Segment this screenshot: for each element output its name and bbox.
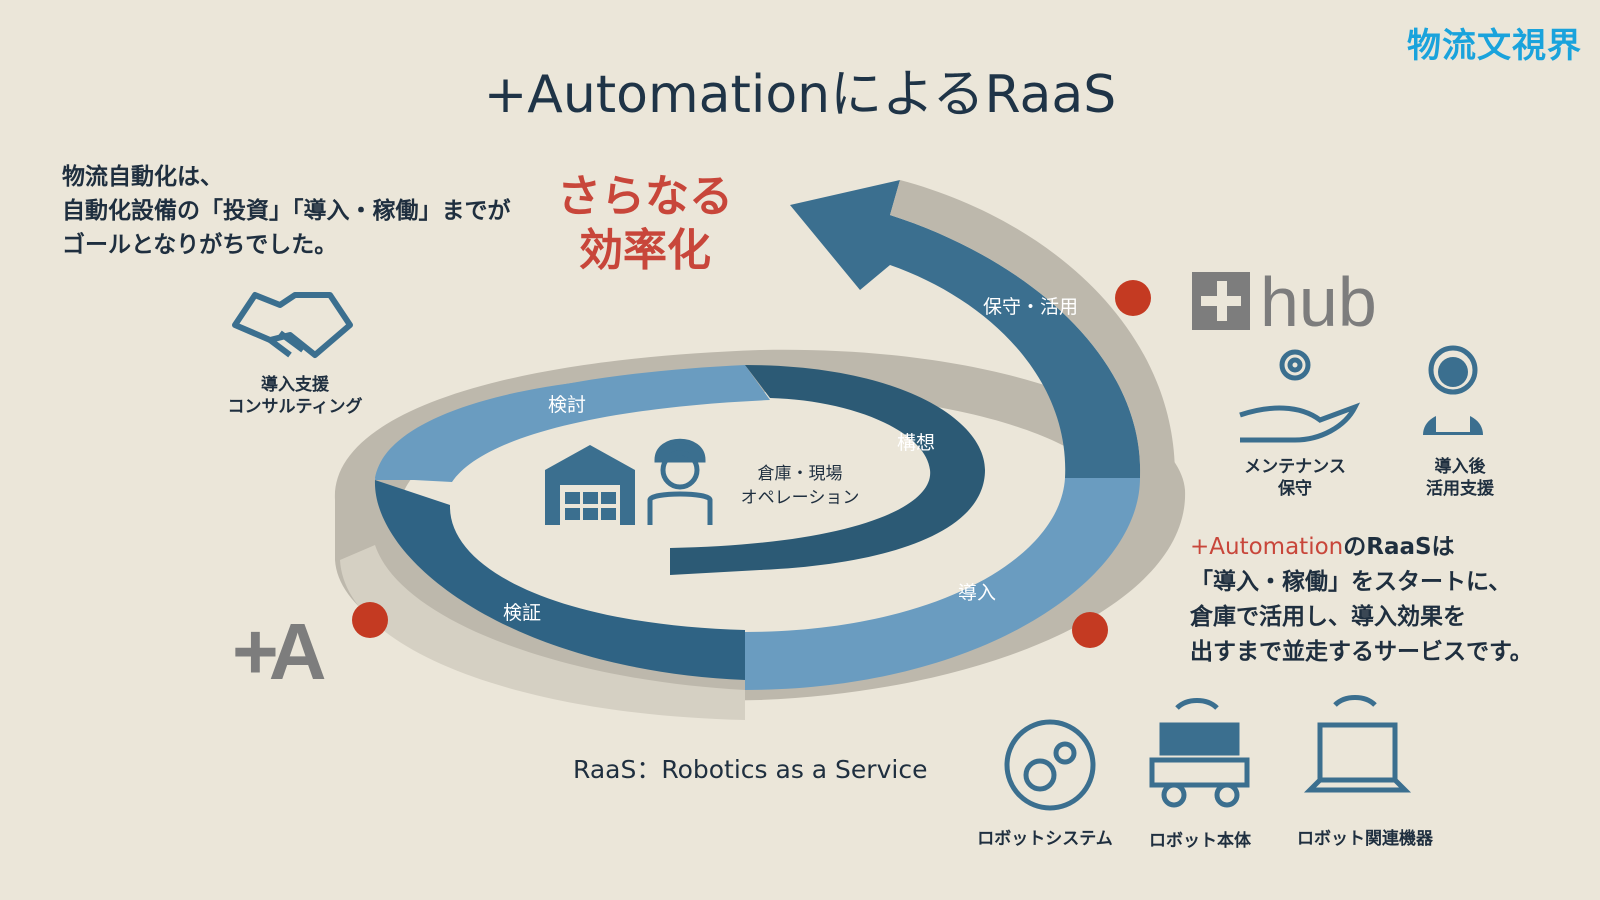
consulting-line: 導入支援 [261, 375, 329, 395]
intro-line: ゴールとなりがちでした。 [62, 232, 338, 258]
segment-label-hoshu: 保守・活用 [983, 296, 1079, 318]
efficiency-callout: さらなる 効率化 [545, 170, 745, 278]
intro-line: 物流自動化は、 [62, 164, 223, 190]
segment-label-kensho: 検証 [503, 602, 542, 624]
description-accent: +Automation [1190, 534, 1344, 560]
hub-word: hub [1260, 263, 1377, 341]
maintenance-label: メンテナンス 保守 [1225, 456, 1365, 500]
robot-body-label: ロボット本体 [1149, 831, 1251, 851]
segment-kento-shape [375, 365, 770, 482]
raas-description: +AutomationのRaaSは 「導入・稼働」をスタートに、 倉庫で活用し、… [1190, 530, 1533, 670]
operations-line: 倉庫・現場 [757, 464, 843, 484]
segment-kensho-shape [374, 480, 745, 680]
page-title: +AutomationによるRaaS [483, 65, 1117, 125]
maintenance-line: 保守 [1278, 479, 1312, 499]
arrow-shadow [890, 180, 1175, 478]
description-line: 倉庫で活用し、導入効果を [1190, 604, 1466, 630]
support-line: 活用支援 [1426, 479, 1494, 499]
plus-a-logo: +A [232, 607, 326, 696]
milestone-dot-hub [1115, 280, 1151, 316]
robot-system-icon [1004, 719, 1096, 811]
operator-icon [1423, 345, 1483, 435]
robot-device-label: ロボット関連機器 [1297, 829, 1433, 849]
plus-box-icon [1192, 272, 1250, 330]
intro-line: 自動化設備の「投資」「導入・稼働」までが [62, 198, 511, 224]
robot-system-label: ロボットシステム [977, 829, 1113, 849]
support-label: 導入後 活用支援 [1390, 456, 1530, 500]
segment-label-kousou: 構想 [897, 432, 936, 454]
callout-line: さらなる [557, 171, 733, 222]
consulting-label: 導入支援 コンサルティング [215, 374, 375, 418]
description-line: 出すまで並走するサービスです。 [1190, 639, 1533, 665]
maintenance-hand-icon [1239, 349, 1361, 443]
robot-body-icon [1149, 698, 1250, 808]
maintenance-line: メンテナンス [1244, 457, 1346, 477]
segment-dounyu-shape [745, 478, 1140, 690]
raas-definition: RaaS：Robotics as a Service [573, 755, 928, 784]
operations-line: オペレーション [740, 488, 860, 508]
milestone-dot-a [352, 602, 388, 638]
segment-hoshu-arrow [790, 180, 1141, 478]
robot-device-icon [1303, 695, 1412, 793]
segment-label-dounyu: 導入 [958, 582, 997, 604]
callout-line: 効率化 [579, 225, 711, 276]
brand-logo: 物流文視界 [1407, 26, 1582, 66]
warehouse-icon [545, 445, 635, 525]
worker-icon [647, 438, 713, 525]
operations-label: 倉庫・現場 オペレーション [735, 462, 865, 510]
description-line: 「導入・稼働」をスタートに、 [1190, 569, 1512, 595]
segment-label-kento: 検討 [548, 394, 587, 416]
hub-logo: hub [1192, 262, 1377, 342]
ring-base-edge [340, 545, 745, 720]
support-line: 導入後 [1434, 457, 1486, 477]
handshake-icon [232, 292, 353, 358]
segment-kousou-shape [670, 365, 985, 575]
intro-text: 物流自動化は、 自動化設備の「投資」「導入・稼働」までが ゴールとなりがちでした… [62, 160, 511, 262]
description-line: +AutomationのRaaSは [1190, 534, 1455, 560]
consulting-line: コンサルティング [227, 397, 363, 417]
milestone-dot-dounyu [1072, 612, 1108, 648]
